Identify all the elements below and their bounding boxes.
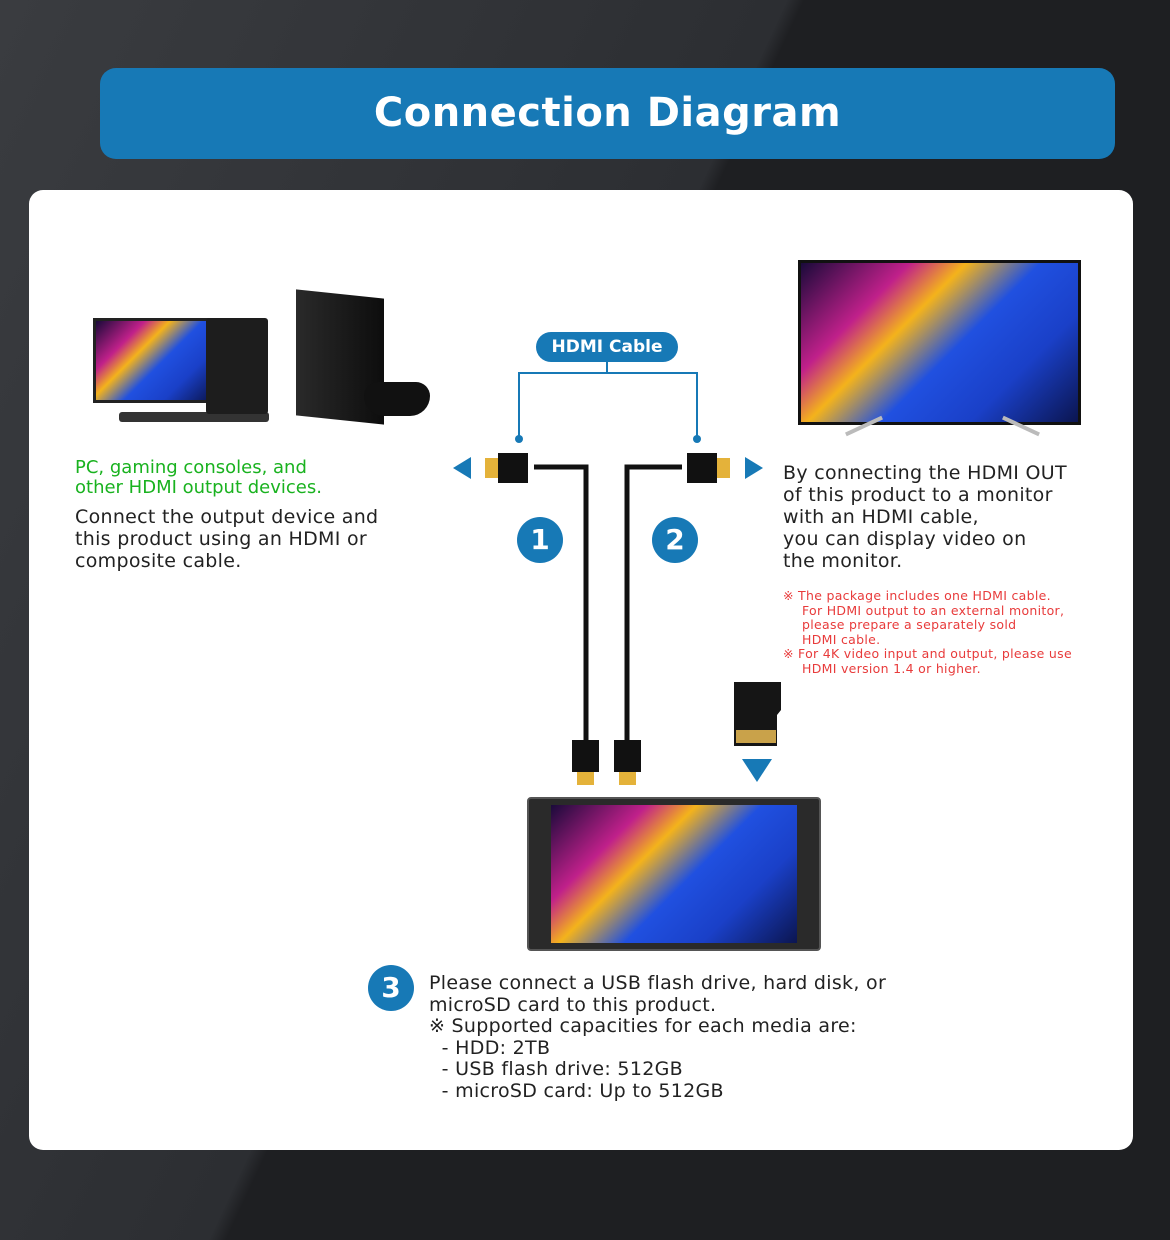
page-title: Connection Diagram	[100, 68, 1115, 159]
step-1-badge: 1	[517, 517, 563, 563]
text-line: composite cable.	[75, 550, 242, 572]
bracket-dot	[515, 435, 523, 443]
text-line: the monitor.	[783, 550, 903, 572]
product-monitor-image	[527, 797, 821, 951]
note-line: HDMI cable.	[802, 631, 881, 647]
text-line: ※ Supported capacities for each media ar…	[429, 1015, 857, 1037]
text-line: microSD card to this product.	[429, 993, 717, 1016]
text-line: with an HDMI cable,	[783, 506, 979, 528]
note-line: please prepare a separately sold	[802, 617, 1017, 632]
heading-line: other HDMI output devices.	[75, 477, 322, 498]
note-line: ※ For 4K video input and output, please …	[783, 646, 1072, 661]
hdmi-cable-1	[485, 453, 599, 785]
text-line: By connecting the HDMI OUT	[783, 462, 1067, 484]
text-line: you can display video on	[783, 528, 1027, 550]
hdmi-cable-2	[614, 453, 730, 785]
monitor-description: By connecting the HDMI OUT of this produ…	[783, 462, 1067, 572]
arrow-right-icon	[745, 457, 763, 479]
diagram-card: PC, gaming consoles, and other HDMI outp…	[29, 190, 1133, 1150]
text-line: Please connect a USB flash drive, hard d…	[429, 972, 887, 994]
note-line: For HDMI output to an external monitor,	[802, 602, 1065, 618]
storage-description: Please connect a USB flash drive, hard d…	[429, 972, 887, 1102]
hdmi-notes: ※ The package includes one HDMI cable. F…	[783, 588, 1072, 676]
pc-monitor-image	[93, 318, 215, 403]
tv-image	[798, 260, 1081, 425]
arrow-left-icon	[453, 457, 471, 479]
note-line: ※ The package includes one HDMI cable.	[783, 588, 1051, 603]
source-description: Connect the output device and this produ…	[75, 506, 378, 572]
text-line: - HDD: 2TB	[429, 1036, 551, 1059]
gamepad-image	[364, 382, 430, 416]
hdmi-cable-label: HDMI Cable	[536, 332, 678, 362]
pc-tower-image	[206, 318, 268, 414]
arrow-down-icon	[742, 759, 772, 782]
step-3-badge: 3	[368, 965, 414, 1011]
cable-diagram	[453, 362, 781, 785]
step-2-badge: 2	[652, 517, 698, 563]
note-line: HDMI version 1.4 or higher.	[802, 660, 981, 676]
cable-bracket	[518, 362, 698, 438]
bracket-dot	[693, 435, 701, 443]
text-line: Connect the output device and	[75, 506, 379, 528]
source-devices-heading: PC, gaming consoles, and other HDMI outp…	[75, 458, 322, 498]
text-line: of this product to a monitor	[783, 484, 1053, 506]
text-line: this product using an HDMI or	[75, 528, 368, 550]
text-line: - USB flash drive: 512GB	[429, 1058, 683, 1080]
microsd-card-icon	[734, 682, 781, 746]
heading-line: PC, gaming consoles, and	[75, 457, 307, 478]
text-line: - microSD card: Up to 512GB	[429, 1079, 724, 1102]
pc-keyboard-image	[119, 412, 269, 422]
